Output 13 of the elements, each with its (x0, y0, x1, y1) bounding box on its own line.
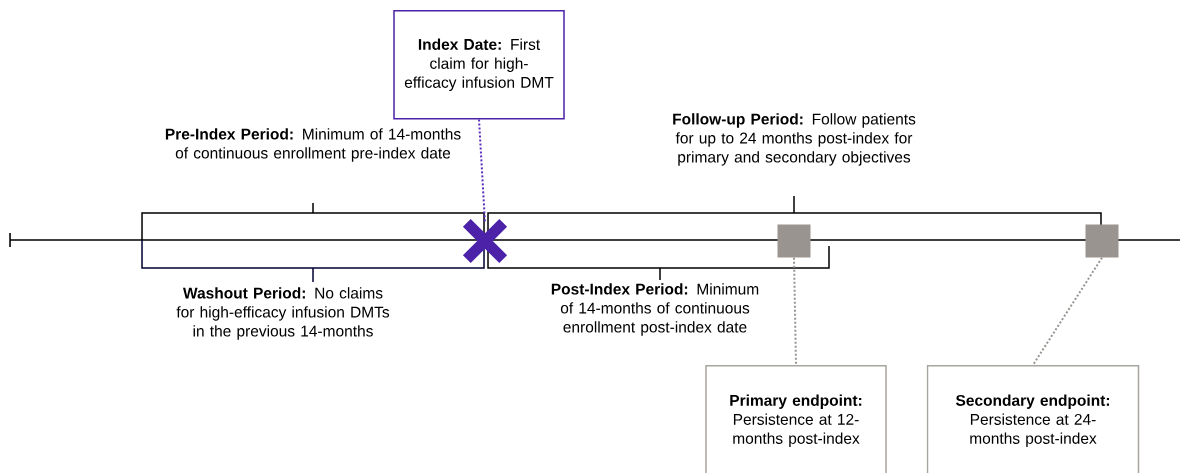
leader-line (478, 118, 486, 224)
period-description: Post-Index Period: Minimum of 14-months of continuous enrollment post-index date (551, 283, 759, 336)
text-box: Secondary endpoint: Persistence at 24-months post-index (926, 365, 1140, 473)
cross-mark (461, 217, 509, 265)
period-description: Pre-Index Period: Minimum of 14-months of continuous enrollment pre-index date (165, 128, 461, 162)
text-box: Index Date: First claim for high-efficacy infusion DMT (393, 10, 565, 120)
period-description: Follow-up Period: Follow patients for up to 24 months post-index for primary and secondary objectives (673, 113, 916, 166)
leader-line (793, 256, 797, 366)
text-box: Primary endpoint: Persistence at 12-months post-index (705, 365, 887, 473)
square-marker (777, 224, 811, 258)
period-description: Washout Period: No claims for high-efficacy infusion DMTs in the previous 14-months (176, 287, 390, 340)
leader-line (1032, 256, 1103, 366)
square-marker (1085, 224, 1119, 258)
